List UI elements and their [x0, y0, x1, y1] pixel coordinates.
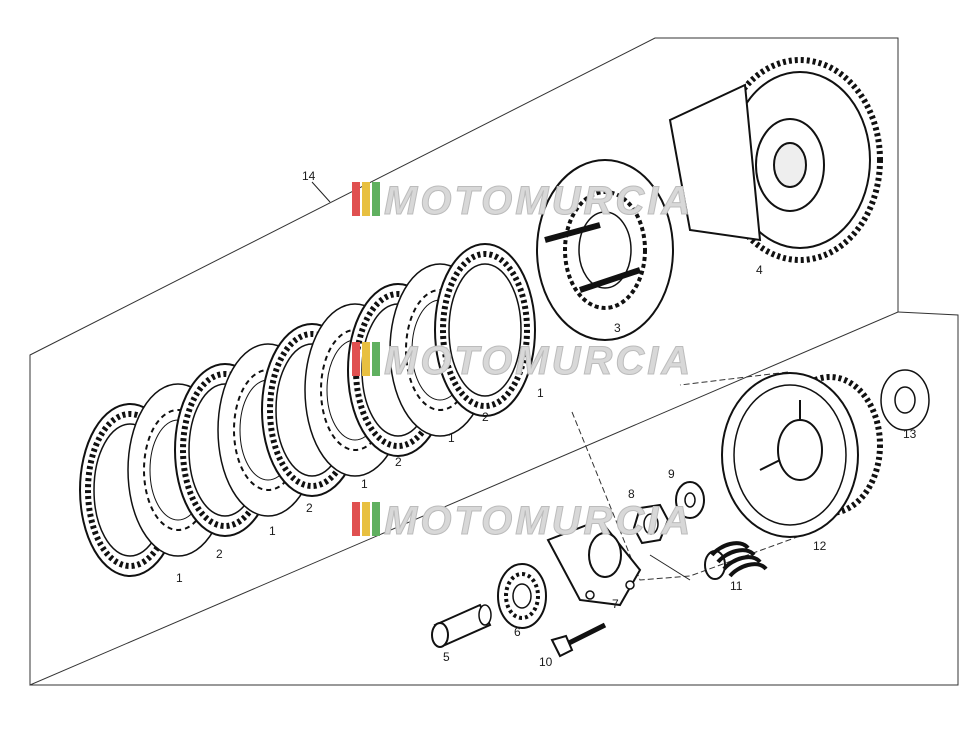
clutch-basket	[668, 57, 883, 263]
callout-1: 1	[361, 477, 368, 491]
watermark-middle: MOTOMURCIA	[352, 339, 693, 384]
nut	[632, 503, 670, 545]
callout-12: 12	[813, 539, 827, 553]
leader-lines	[311, 181, 691, 581]
lifter-plate	[546, 518, 642, 607]
spring	[704, 541, 768, 580]
callout-4: 4	[756, 263, 763, 277]
callout-5: 5	[443, 650, 450, 664]
callout-2: 2	[216, 547, 223, 561]
callout-2: 2	[306, 501, 313, 515]
callout-1: 1	[448, 431, 455, 445]
callout-2: 2	[482, 410, 489, 424]
bearing	[497, 563, 547, 629]
washer	[675, 481, 705, 519]
callout-1: 1	[176, 571, 183, 585]
watermark-text: MOTOMURCIA	[384, 179, 693, 223]
callout-2: 2	[395, 455, 402, 469]
callout-10: 10	[539, 655, 553, 669]
pressure-plate	[536, 159, 674, 341]
callout-1: 1	[537, 386, 544, 400]
circlip	[880, 369, 930, 431]
watermark-top: MOTOMURCIA	[352, 179, 693, 224]
inner-outline	[30, 311, 959, 686]
callout-13: 13	[903, 427, 917, 441]
callout-9: 9	[668, 467, 675, 481]
bolt	[550, 622, 607, 658]
watermark-text: MOTOMURCIA	[384, 499, 693, 543]
callout-11: 11	[730, 579, 743, 593]
friction-plate	[435, 244, 535, 416]
watermark-text: MOTOMURCIA	[384, 339, 693, 383]
callout-7: 7	[612, 597, 619, 611]
callouts: 14 4 3 1 2 1 2 1 2 1 2 1 13 12 9 8 11 7 …	[176, 169, 917, 669]
watermark-bottom: MOTOMURCIA	[352, 499, 693, 544]
callout-1: 1	[269, 524, 276, 538]
push-rod	[431, 603, 492, 648]
callout-3: 3	[614, 321, 621, 335]
callout-8: 8	[628, 487, 635, 501]
kit-outline	[29, 37, 899, 686]
clutch-hub	[721, 372, 883, 538]
callout-14: 14	[302, 169, 316, 183]
callout-6: 6	[514, 625, 521, 639]
